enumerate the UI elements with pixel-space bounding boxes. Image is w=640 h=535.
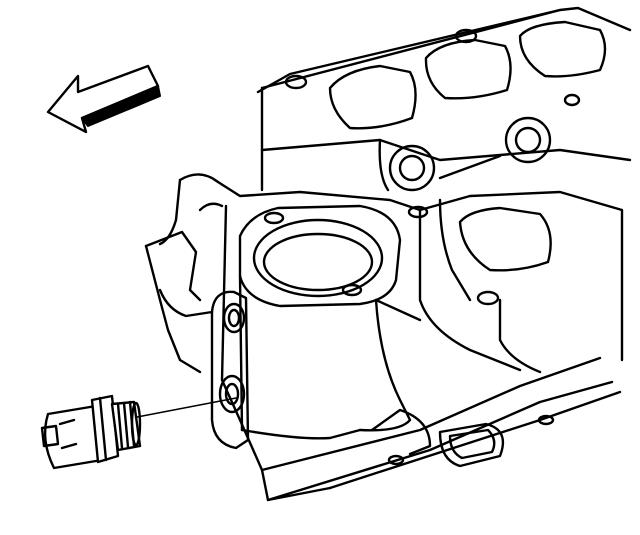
rear-runner-block [256,6,632,192]
arrow-left-icon [46,64,161,134]
threaded-port-upper [222,302,246,334]
bolt-boss-left [388,144,436,192]
leader-line [131,397,237,419]
manifold-body [144,173,624,502]
sensor-icon [40,394,142,470]
bolt-boss-right [504,116,552,164]
threaded-port-lower [218,374,246,414]
thermostat-housing [210,204,555,468]
